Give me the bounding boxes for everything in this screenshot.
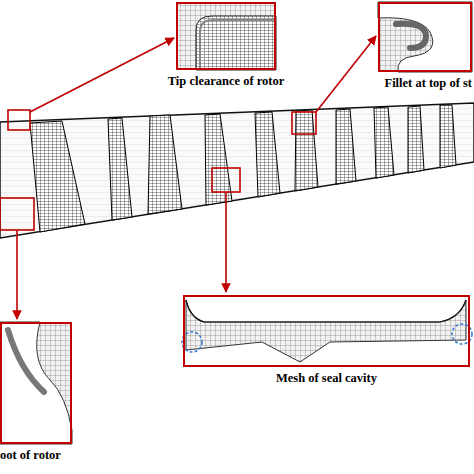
callout-caption: Fillet at top of st [385, 77, 472, 91]
flow-passage [0, 103, 474, 238]
region-marker [0, 110, 316, 230]
callout-caption: Tip clearance of rotor [168, 75, 285, 89]
zoom-seal-cavity [182, 295, 472, 367]
callout-caption: oot of rotor [0, 449, 61, 463]
zoom-tip [176, 2, 276, 70]
zoom-callout-box: Mesh of seal cavity [183, 295, 470, 367]
zoom-root [0, 322, 72, 444]
zoom-callout-box: Fillet at top of st [378, 2, 472, 72]
zoom-callout-box: oot of rotor [0, 322, 72, 444]
zoom-fillet [378, 2, 472, 72]
blade-rows [30, 105, 456, 232]
callout-caption: Mesh of seal cavity [276, 372, 377, 386]
leader-arrow [17, 36, 376, 319]
zoom-callout-box: Tip clearance of rotor [176, 2, 276, 70]
